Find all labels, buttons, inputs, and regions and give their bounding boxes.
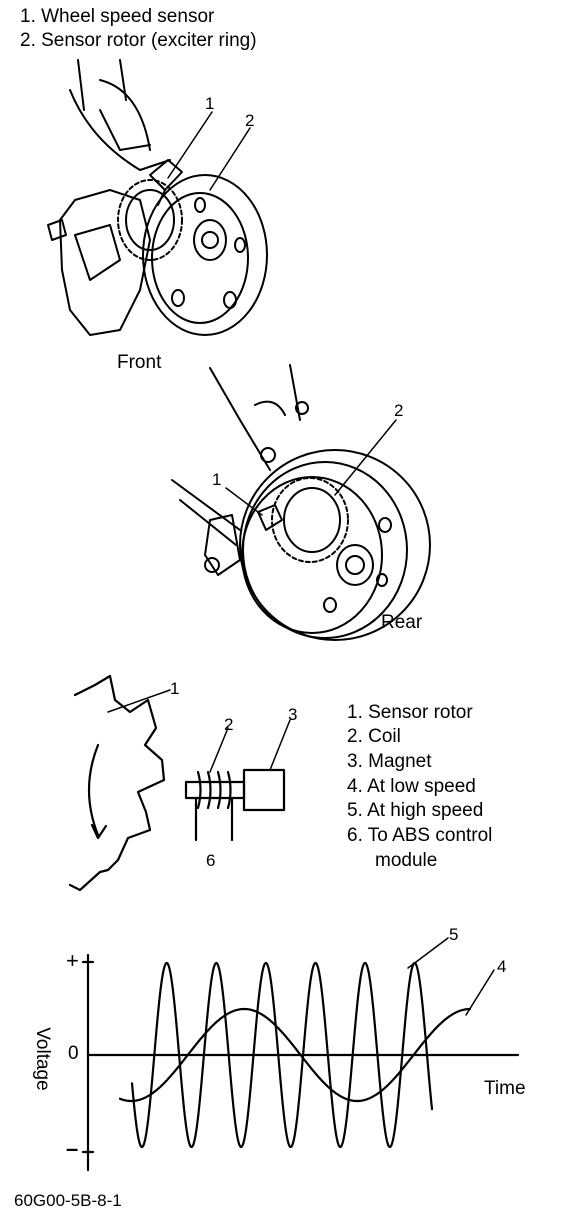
- rear-caption: Rear: [381, 612, 423, 633]
- schematic-callout-3: 3: [288, 705, 298, 724]
- schematic-legend-5: 5. At high speed: [347, 800, 484, 821]
- schematic-legend-2: 2. Coil: [347, 726, 401, 747]
- y-axis-label: Voltage: [32, 1027, 53, 1091]
- schematic-legend-6-cont: module: [375, 850, 438, 871]
- y-plus-label: +: [66, 948, 79, 973]
- schematic-callout-2: 2: [224, 715, 234, 734]
- schematic-legend-6: 6. To ABS control: [347, 825, 493, 846]
- figure-code: 60G00-5B-8-1: [14, 1191, 122, 1210]
- schematic-callout-1: 1: [170, 679, 180, 698]
- callout-leader-4: [465, 969, 495, 1016]
- rear-callout-1: 1: [212, 470, 222, 489]
- schematic-legend-3: 3. Magnet: [347, 751, 432, 772]
- front-caption: Front: [117, 352, 162, 373]
- waveform-callout-4: 4: [497, 957, 507, 976]
- legend-sensor-rotor: 2. Sensor rotor (exciter ring): [20, 30, 257, 51]
- y-minus-label: –: [66, 1136, 79, 1161]
- y-zero-label: 0: [68, 1043, 79, 1064]
- schematic-legend-1: 1. Sensor rotor: [347, 702, 473, 723]
- front-callout-1: 1: [205, 94, 215, 113]
- x-axis-label: Time: [484, 1078, 526, 1099]
- low-speed-waveform: [118, 1007, 472, 1103]
- front-callout-2: 2: [245, 111, 255, 130]
- legend-wheel-speed-sensor: 1. Wheel speed sensor: [20, 6, 215, 27]
- rear-callout-2: 2: [394, 401, 404, 420]
- high-speed-waveform: [130, 961, 434, 1149]
- schematic-callout-6: 6: [206, 851, 216, 870]
- waveform-callout-5: 5: [449, 925, 459, 944]
- schematic-legend-4: 4. At low speed: [347, 776, 476, 797]
